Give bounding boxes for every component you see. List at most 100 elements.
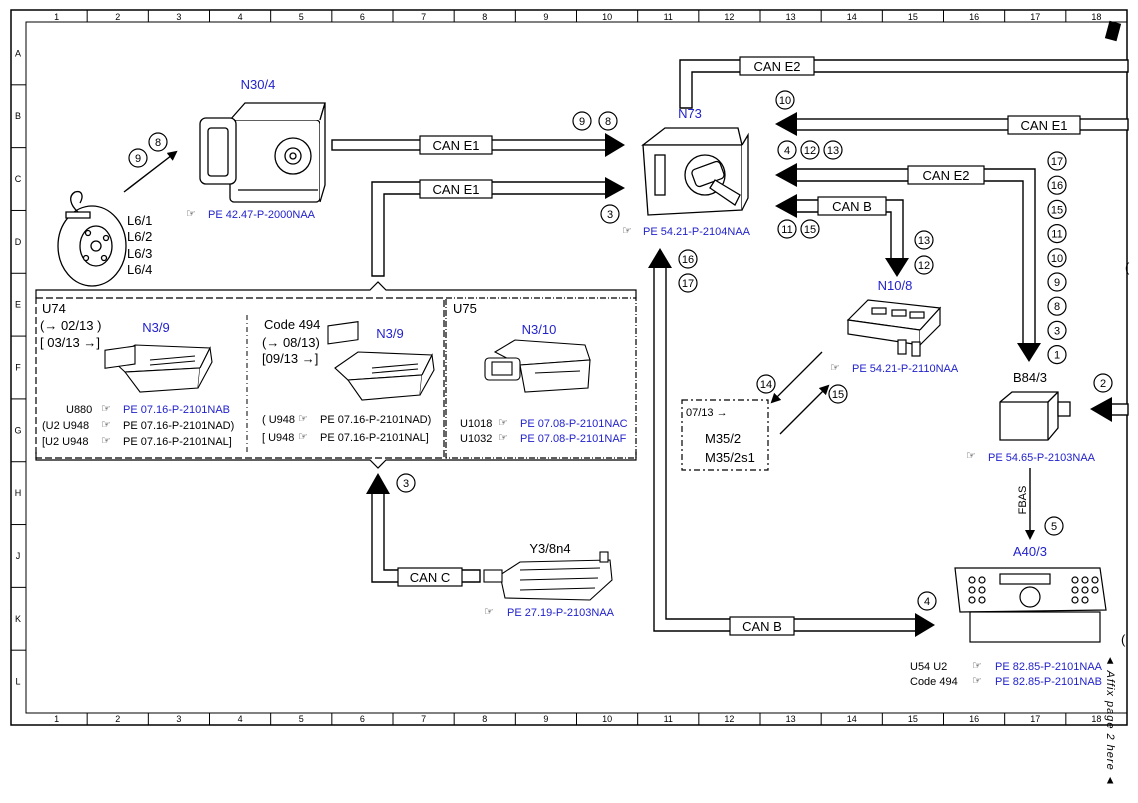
connector-number: 16 [1051,180,1063,192]
grid-col-label: 16 [969,714,979,724]
n30-4-ref[interactable]: PE 42.47-P-2000NAA [208,209,316,221]
u75-ref-2: PE 07.08-P-2101NAF [520,433,627,445]
brake-disc-icon [57,190,127,287]
svg-text:4: 4 [924,596,930,608]
grid-col-label: 10 [602,714,612,724]
grid-row-label: B [15,111,21,121]
svg-text:15: 15 [832,389,844,401]
b84-3-component[interactable]: B84/3 ☞ PE 54.65-P-2103NAA [966,370,1096,464]
grid-col-label: 4 [238,714,243,724]
can-e1-right-label: CAN E1 [1021,118,1068,133]
grid-col-label: 15 [908,714,918,724]
m35-date: 07/13 → [686,407,728,419]
n30-4-component[interactable]: N30/4 ☞ PE 42.47-P-2000NAA [186,77,326,221]
n10-8-ref[interactable]: PE 54.21-P-2110NAA [852,363,959,375]
can-c-label: CAN C [410,570,450,585]
y3-8n4-label: Y3/8n4 [529,541,570,556]
grid-col-label: 3 [176,714,181,724]
b84-side-input: 2 [1090,373,1129,422]
svg-text:2: 2 [1100,378,1106,390]
u75-title: U75 [453,301,477,316]
code494-ref-1: PE 07.16-P-2101NAD) [320,414,431,426]
m35-box[interactable]: 07/13 → M35/2 M35/2s1 14 15 [681,351,848,471]
n73-connectors: 9 8 3 16 17 [572,111,698,293]
svg-text:☞: ☞ [498,417,508,429]
grid-col-label: 5 [299,714,304,724]
can-b-mid-bus: CAN B [775,194,909,277]
svg-text:☞: ☞ [966,450,976,462]
b84-3-ref[interactable]: PE 54.65-P-2103NAA [988,452,1096,464]
can-e1-top-bus: CAN E1 [331,133,625,157]
svg-text:☞: ☞ [298,431,308,443]
svg-text:17: 17 [682,278,694,290]
grid-col-label: 9 [543,12,548,22]
grid-col-label: 17 [1030,714,1040,724]
a40-3-component[interactable]: A40/3 U54 U2 ☞ PE 82.85-P-2101NAA Code 4… [910,544,1107,688]
grid-col-label: 16 [969,12,979,22]
ignition-switch-icon [641,127,749,216]
grid-col-label: 9 [543,714,548,724]
n30-4-connectors: 9 8 [123,132,178,193]
grid-col-label: 6 [360,714,365,724]
svg-text:☞: ☞ [972,660,982,672]
grid-col-label: 7 [421,714,426,724]
svg-text:15: 15 [804,224,816,236]
svg-text:12: 12 [918,260,930,272]
connector-number: 15 [1051,204,1063,216]
sam-module-icon [846,299,942,357]
u75-n3-10-label: N3/10 [522,322,557,337]
svg-text:3: 3 [403,478,409,490]
connector-circle [1047,199,1067,219]
u74-ref-1: PE 07.16-P-2101NAB [123,404,230,416]
y3-8n4-ref: PE 27.19-P-2103NAA [507,607,615,619]
u74-ref-2: PE 07.16-P-2101NAD) [123,420,234,432]
n73-component[interactable]: N73 ☞ PE 54.21-P-2104NAA [622,106,751,238]
grid-col-label: 18 [1091,12,1101,22]
a40-3-line1: U54 U2 [910,661,947,673]
connector-number: 11 [1051,229,1062,241]
b84-3-label: B84/3 [1013,370,1047,385]
n73-ref[interactable]: PE 54.21-P-2104NAA [643,226,751,238]
can-b-mid-label: CAN B [832,199,872,214]
u75-ref-1: PE 07.08-P-2101NAC [520,418,628,430]
code494-n3-9-label: N3/9 [376,326,403,341]
ecu-icon [327,321,435,401]
svg-text:U880: U880 [66,404,92,416]
code494-date2: [09/13 →] [262,351,318,366]
l6-speed-sensor[interactable]: L6/1 L6/2 L6/3 L6/4 [57,190,152,287]
connector-circle [1047,296,1067,316]
u75-section[interactable]: U75 N3/10 U1018 ☞ PE 07.08-P-2101NAC U10… [453,301,628,445]
grid-col-label: 8 [482,714,487,724]
svg-text:11: 11 [781,224,792,236]
n73-label: N73 [678,106,702,121]
code494-section[interactable]: Code 494 (→ 08/13) [09/13 →] N3/9 ( U948… [262,317,435,444]
grid-col-label: 2 [115,714,120,724]
u74-section[interactable]: U74 (→ 02/13 ) [ 03/13 →] N3/9 U880 ☞ PE… [40,301,234,448]
grid-row-label: L [15,677,20,687]
svg-text:( U948: ( U948 [262,414,295,426]
svg-text:U1018: U1018 [460,418,492,430]
a40-3-ref-code[interactable]: PE 82.85-P-2101NAB [995,676,1102,688]
n10-8-component[interactable]: N10/8 ☞ PE 54.21-P-2110NAA [830,278,959,375]
svg-text:☞: ☞ [101,435,111,447]
grid-col-label: 7 [421,12,426,22]
svg-text:[ U948: [ U948 [262,432,294,444]
connector-circle [1047,320,1067,340]
n73-right-connectors: 10 4 12 13 11 15 13 12 [775,90,934,275]
u74-n3-9-label: N3/9 [142,320,169,335]
a40-3-ref-u54[interactable]: PE 82.85-P-2101NAA [995,661,1103,673]
grid-col-label: 4 [238,12,243,22]
svg-text:☞: ☞ [830,362,840,374]
fbas-link: FBAS 5 [1017,468,1064,540]
y3-8n4-component[interactable]: Y3/8n4 ☞ PE 27.19-P-2103NAA [483,541,615,619]
code494-date1: (→ 08/13) [262,335,320,350]
connector-circle [1047,248,1067,268]
svg-text:14: 14 [760,379,772,391]
abs-unit-icon [199,102,326,203]
svg-text:10: 10 [779,95,791,107]
svg-text:4: 4 [784,145,790,157]
